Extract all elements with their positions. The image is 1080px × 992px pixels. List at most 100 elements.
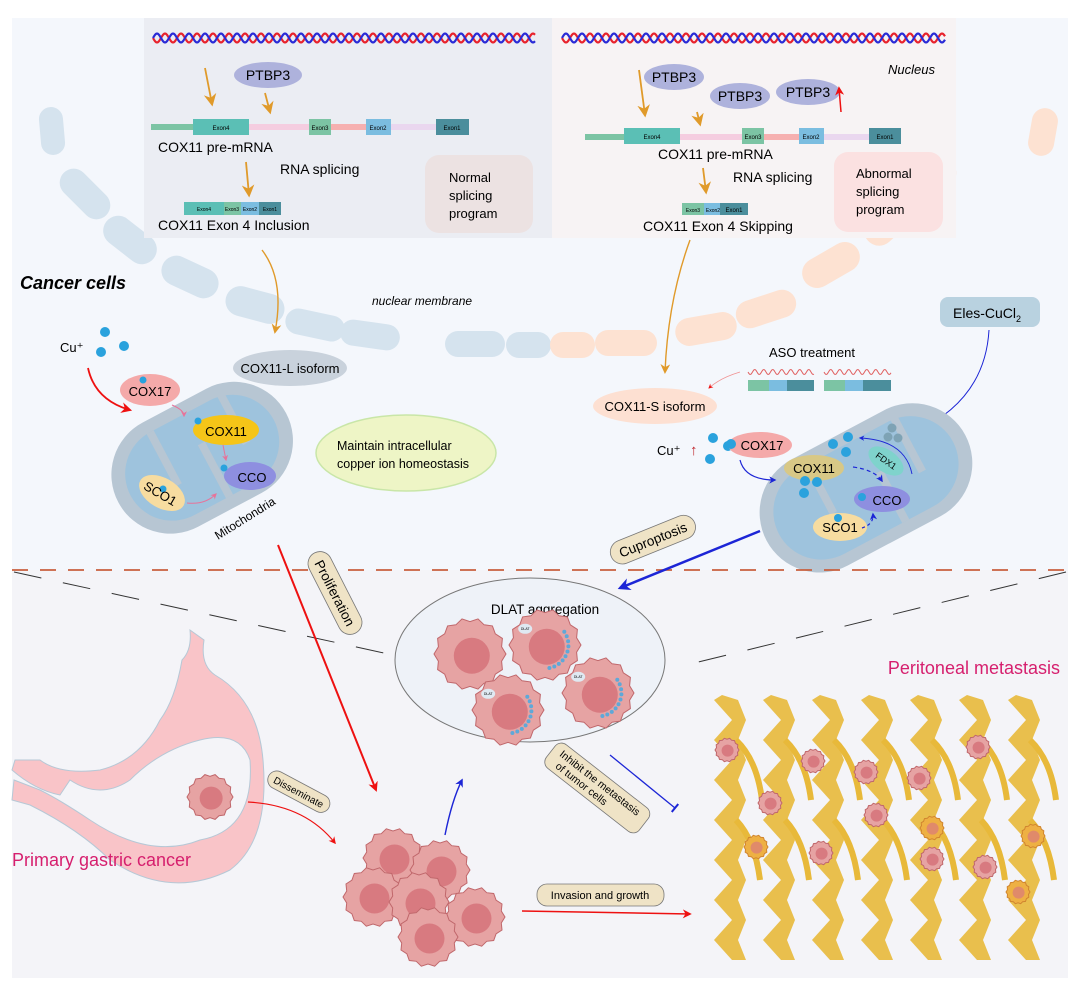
- sco1-protein: [139, 474, 185, 512]
- copper-ion: [547, 666, 552, 670]
- rna-splicing-label: RNA splicing: [280, 161, 359, 177]
- eles-cucl2-label: Eles-CuCl2: [953, 305, 1021, 324]
- copper-ion: [841, 447, 851, 457]
- metastatic-cell-yellow: [919, 815, 945, 841]
- omentum-strand: [861, 695, 893, 960]
- copper-ion: [834, 514, 842, 522]
- copper-ion: [119, 341, 129, 351]
- omentum-strand: [959, 695, 991, 960]
- metastatic-cell-yellow: [1020, 823, 1046, 849]
- metastatic-cell: [714, 737, 740, 763]
- exon-3: [309, 119, 331, 135]
- tumor-cell: [444, 887, 506, 947]
- aso-oligo: [747, 368, 815, 391]
- copper-ion: [799, 488, 809, 498]
- metastatic-cell-yellow: [1005, 879, 1031, 905]
- copper-ion: [220, 464, 228, 472]
- metastatic-cell: [906, 765, 932, 791]
- fdx1-protein: [868, 446, 904, 476]
- metastatic-cell: [808, 840, 834, 866]
- omentum-branch: [1027, 737, 1059, 881]
- copper-ion: [618, 697, 623, 702]
- peritoneal-metastasis-label: Peritoneal metastasis: [888, 658, 1060, 678]
- cu-ion-label: Cu⁺: [657, 443, 680, 458]
- exon-1: [436, 119, 469, 135]
- exon-inclusion-label: COX11 Exon 4 Inclusion: [158, 217, 310, 233]
- cox11-protein: [193, 415, 259, 445]
- exon-label: Exon1: [876, 135, 894, 141]
- product-exon-4: [184, 202, 224, 215]
- ptbp3-protein: [234, 62, 302, 88]
- dlat-aggregated-cell: DLAT: [561, 657, 635, 729]
- copper-ion: [619, 687, 624, 692]
- product-exon-3: [682, 203, 704, 215]
- cox17-protein: [728, 432, 792, 458]
- primary-tumor-cell: [186, 774, 234, 820]
- sco1-protein: [813, 513, 867, 541]
- aggregated-copper: [883, 432, 893, 442]
- cox17-label: COX17: [129, 384, 172, 399]
- normal-program-box: [425, 155, 533, 233]
- dlat-marker: [481, 688, 496, 699]
- ptbp3-label: PTBP3: [718, 88, 763, 104]
- zoom-guide-line: [13, 571, 403, 658]
- pre-mrna-label: COX11 pre-mRNA: [658, 146, 774, 162]
- copper-ion: [560, 658, 565, 663]
- exon-1: [869, 128, 901, 144]
- nucleus-label: Nucleus: [888, 62, 935, 77]
- copper-ion: [858, 493, 866, 501]
- cox11-protein: [784, 455, 844, 481]
- metastatic-cell: [757, 790, 783, 816]
- exon-2: [366, 119, 391, 135]
- pink-transfer-arrow: [171, 404, 187, 418]
- cco-complex: [224, 462, 276, 490]
- exon-label: Exon4: [197, 207, 211, 213]
- metastatic-cell: [965, 734, 991, 760]
- copper-ion: [828, 439, 838, 449]
- exon-label: Exon2: [243, 207, 257, 213]
- exon-label: Exon3: [744, 135, 762, 141]
- cox11-s-isoform: [593, 388, 717, 424]
- omentum-strand: [714, 695, 746, 960]
- dlat-marker-label: DLAT: [574, 675, 584, 679]
- program-label: Normal: [449, 170, 491, 185]
- omentum-illustration: [714, 695, 1059, 960]
- cco-label: CCO: [238, 470, 267, 485]
- orange-arrow: [261, 92, 274, 115]
- exon-label: Exon3: [311, 126, 329, 132]
- intron: [680, 134, 742, 140]
- aso-oligo: [823, 368, 892, 391]
- abnormal-program-box: [834, 152, 943, 232]
- metastatic-cell: [972, 854, 998, 880]
- orange-arrow: [203, 67, 217, 107]
- metastatic-cell: [863, 802, 889, 828]
- ptbp3-label: PTBP3: [786, 84, 831, 100]
- cox11-label: COX11: [793, 461, 835, 476]
- copper-ion: [726, 439, 736, 449]
- metastatic-cell-yellow: [743, 834, 769, 860]
- eles-cucl2-text: Eles-CuCl: [953, 305, 1016, 321]
- aggregated-copper: [887, 423, 897, 433]
- copper-ion: [843, 432, 853, 442]
- ptbp3-label: PTBP3: [246, 67, 291, 83]
- metastatic-cell: [853, 759, 879, 785]
- program-label: Abnormal: [856, 166, 912, 181]
- invasion-label: Invasion and growth: [551, 890, 649, 902]
- orange-arrow-to-cox11-s: [660, 239, 691, 374]
- fdx1-arrow: [858, 435, 913, 475]
- cancer-cells-label: Cancer cells: [20, 273, 126, 293]
- rna-splicing-label: RNA splicing: [733, 169, 812, 185]
- copper-ion: [708, 433, 718, 443]
- program-label: splicing: [449, 188, 492, 203]
- exon-label: Exon3: [225, 207, 239, 213]
- cco-label: CCO: [873, 493, 902, 508]
- metastatic-cell: [919, 846, 945, 872]
- intron: [824, 134, 869, 140]
- homeostasis-ellipse: [315, 414, 497, 492]
- utr-segment: [585, 134, 625, 140]
- dna-helix-strand-blue: [152, 32, 536, 44]
- blue-cuproptosis-arrow: [444, 778, 463, 836]
- cox11-l-isoform: [233, 350, 347, 386]
- exon-label: Exon3: [686, 208, 700, 214]
- copper-ion: [619, 692, 624, 697]
